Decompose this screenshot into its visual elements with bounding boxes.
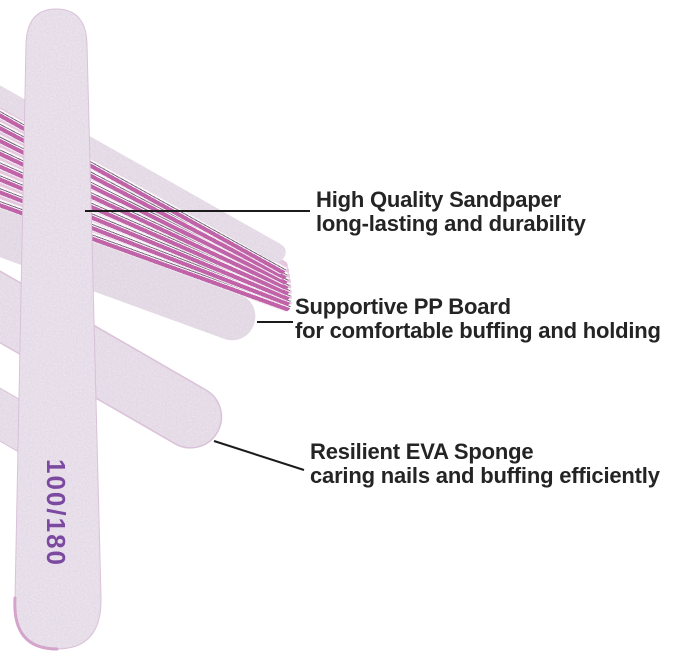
leader-line-eva-sponge (213, 440, 305, 471)
annotation-pp-board-title: Supportive PP Board (295, 294, 511, 319)
grit-label: 100/180 (41, 459, 71, 567)
annotation-sandpaper-subtitle: long-lasting and durability (316, 211, 586, 236)
annotation-pp-board: Supportive PP Board for comfortable buff… (295, 295, 661, 343)
annotation-eva-sponge-title: Resilient EVA Sponge (310, 439, 534, 464)
annotation-eva-sponge-subtitle: caring nails and buffing efficiently (310, 463, 660, 488)
annotation-pp-board-subtitle: for comfortable buffing and holding (295, 318, 661, 343)
annotation-sandpaper: High Quality Sandpaper long-lasting and … (316, 188, 586, 236)
annotation-sandpaper-title: High Quality Sandpaper (316, 187, 561, 212)
annotation-eva-sponge: Resilient EVA Sponge caring nails and bu… (310, 440, 660, 488)
